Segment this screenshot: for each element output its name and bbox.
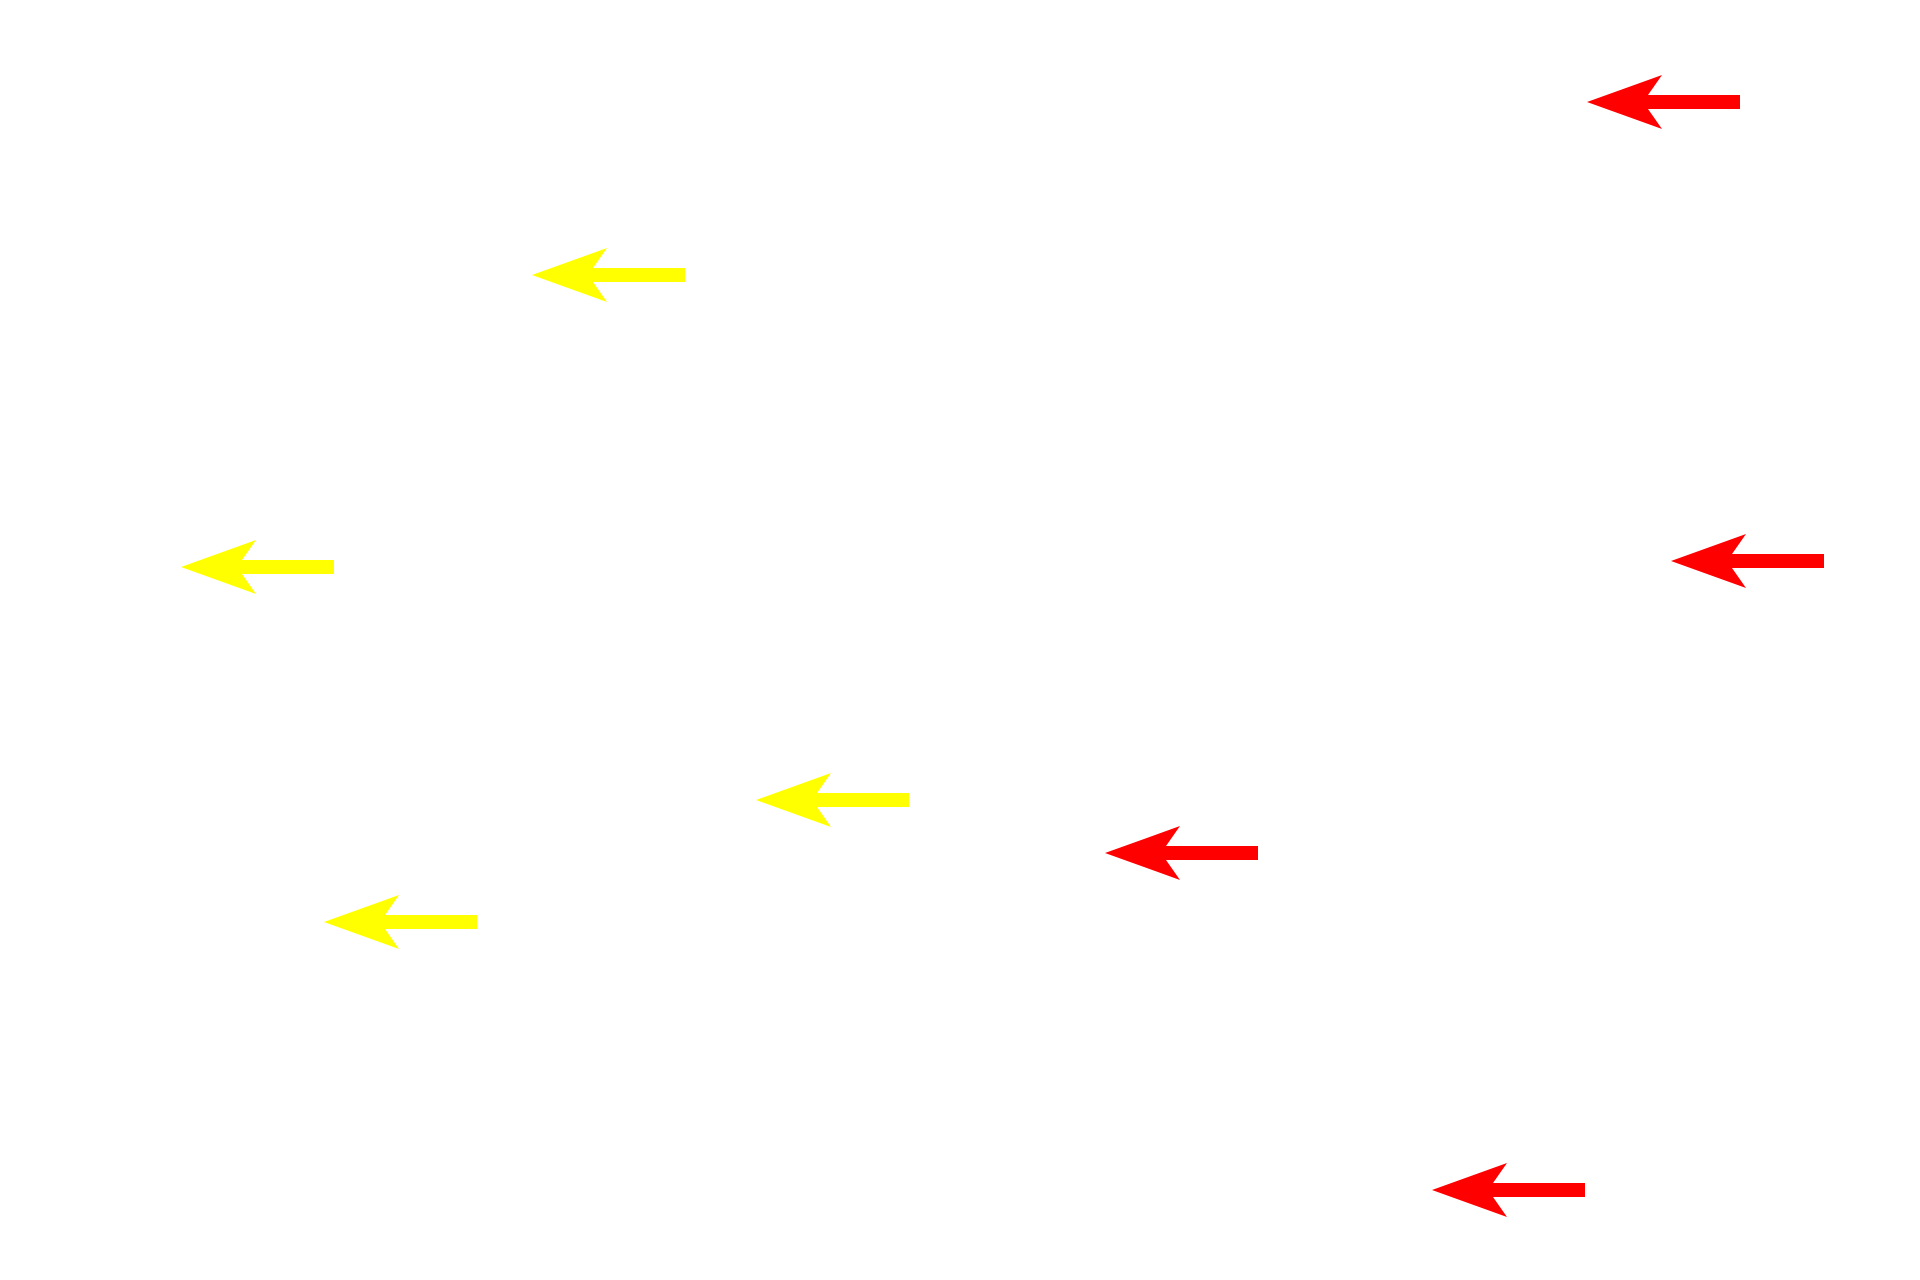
arrow-left-icon xyxy=(1671,534,1824,588)
red-arrow-3 xyxy=(1105,826,1258,880)
yellow-arrow-4 xyxy=(324,895,477,949)
red-arrow-2 xyxy=(1671,534,1824,588)
arrow-left-icon xyxy=(1432,1163,1585,1217)
arrow-left-icon xyxy=(532,248,685,302)
yellow-arrow-2 xyxy=(181,540,334,594)
yellow-arrow-3 xyxy=(756,773,909,827)
red-arrow-1 xyxy=(1587,75,1740,129)
arrow-left-icon xyxy=(756,773,909,827)
red-arrow-4 xyxy=(1432,1163,1585,1217)
arrow-left-icon xyxy=(1587,75,1740,129)
arrow-left-icon xyxy=(1105,826,1258,880)
arrow-left-icon xyxy=(324,895,477,949)
arrow-left-icon xyxy=(181,540,334,594)
yellow-arrow-1 xyxy=(532,248,685,302)
